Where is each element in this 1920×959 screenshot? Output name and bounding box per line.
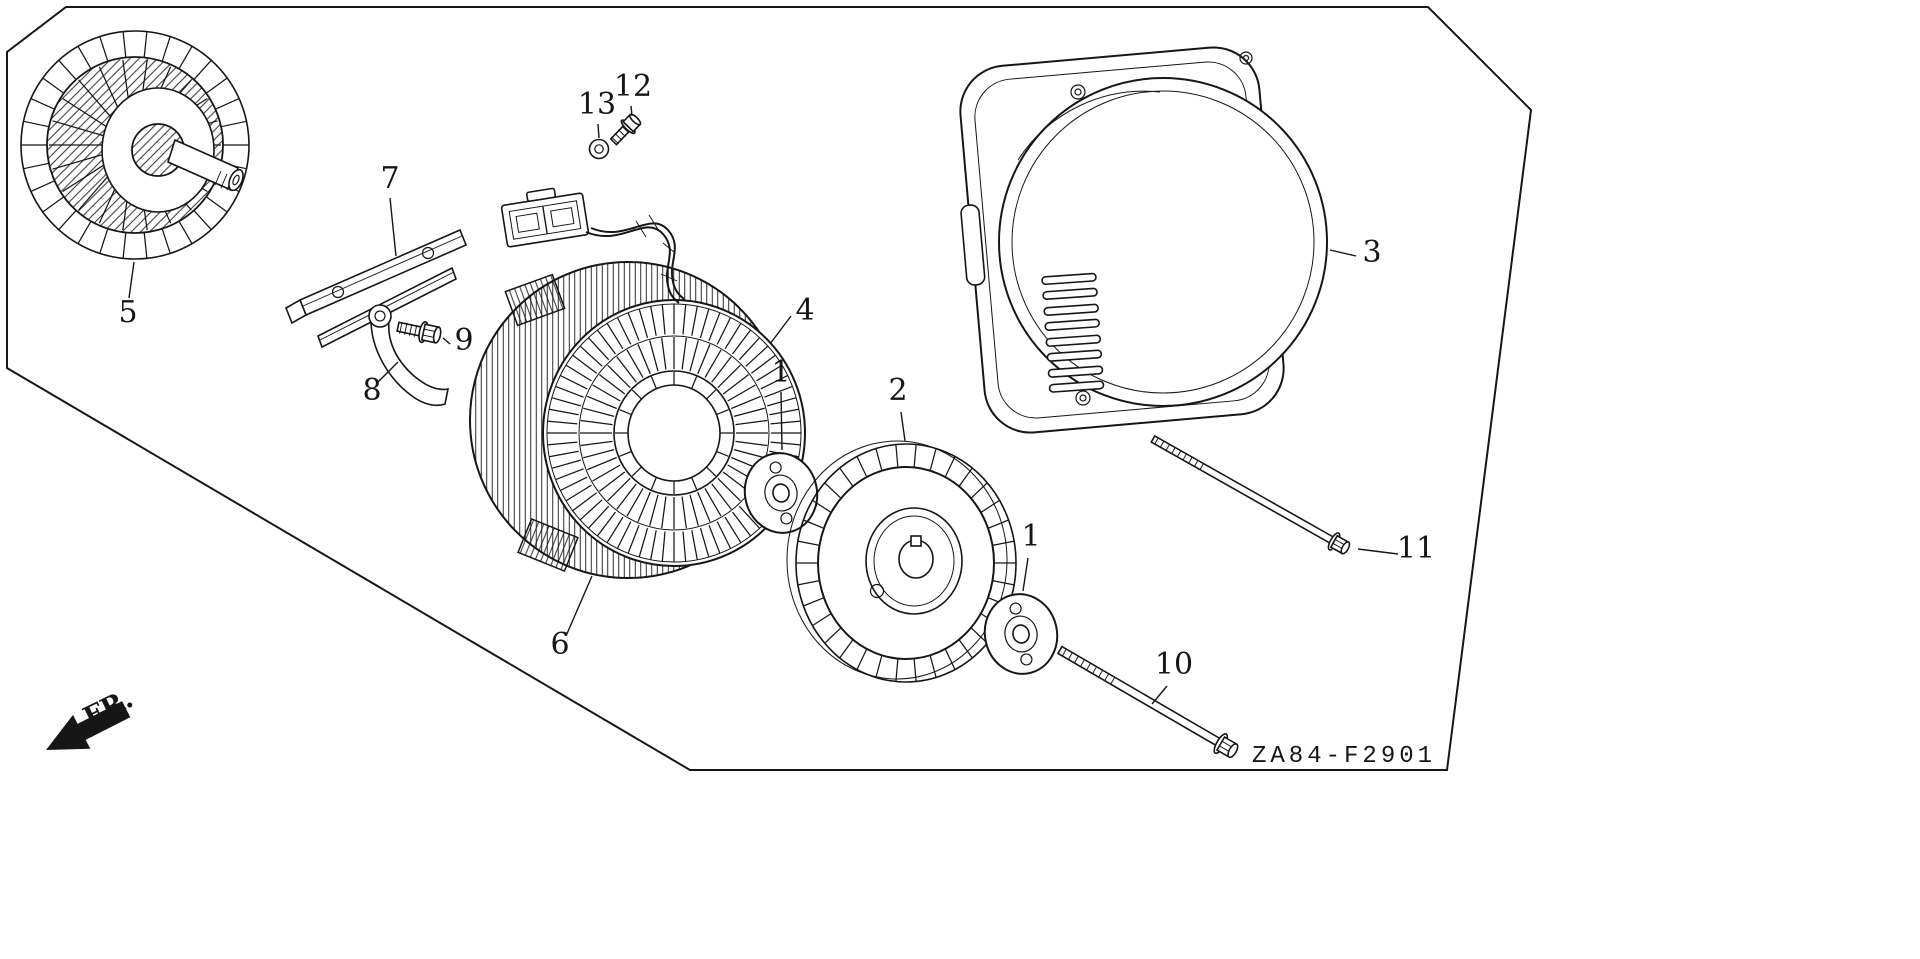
collar-plate-1-rear: [983, 593, 1059, 675]
part-label-8: 8: [362, 373, 381, 408]
part-label-3: 3: [1362, 235, 1381, 270]
callout-8: 8: [362, 361, 399, 408]
callout-6: 6: [550, 575, 593, 662]
through-bolt-11: [1150, 434, 1351, 555]
stay-8: [368, 304, 450, 407]
keyway-notch: [910, 535, 922, 547]
callout-13: 13: [578, 87, 616, 139]
callout-11: 11: [1357, 531, 1435, 566]
washer-13: [588, 138, 610, 160]
callouts: 5 7 8 9 13 12 4 6: [118, 69, 1435, 705]
callout-1-front: 1: [771, 355, 791, 451]
callout-7: 7: [380, 161, 400, 257]
part-label-5: 5: [118, 295, 137, 330]
part-label-12: 12: [614, 69, 652, 104]
part-label-4: 4: [795, 293, 814, 328]
part-label-7: 7: [380, 161, 399, 196]
fr-indicator: FR.: [46, 683, 138, 750]
collar-plate-1-front: [743, 452, 819, 534]
callout-9: 9: [442, 323, 474, 358]
callout-1-rear: 1: [1021, 519, 1041, 592]
part-label-1: 1: [771, 355, 790, 390]
cover-louvers: [1041, 272, 1105, 393]
part-label-11: 11: [1397, 531, 1435, 566]
cooling-fan-2: [786, 440, 1017, 683]
callout-3: 3: [1329, 235, 1382, 270]
part-label-13: 13: [578, 87, 616, 122]
fr-direction-arrow-icon: [46, 701, 131, 750]
wire-harness: [585, 214, 685, 304]
part-label-1: 1: [1021, 519, 1040, 554]
wire-connector: [500, 187, 590, 248]
diagram-code: ZA84-F2901: [1252, 743, 1436, 770]
stator-assembly: [469, 261, 806, 579]
part-label-6: 6: [550, 627, 569, 662]
part-label-2: 2: [888, 373, 907, 408]
part-label-10: 10: [1155, 647, 1193, 682]
rear-cover-3: [959, 46, 1328, 434]
callout-2: 2: [888, 373, 908, 442]
flange-bolt-9: [396, 320, 442, 344]
diagram-border: [6, 6, 1533, 771]
callout-4: 4: [769, 293, 815, 345]
callout-12: 12: [614, 69, 652, 117]
part-label-9: 9: [454, 323, 473, 358]
callout-5: 5: [118, 261, 138, 330]
bolt-12: [609, 113, 642, 146]
through-bolt-10: [1056, 645, 1239, 759]
callout-10: 10: [1151, 647, 1193, 705]
rotor-assembly: [20, 30, 250, 260]
cover-bolt-holes: [1070, 51, 1253, 406]
